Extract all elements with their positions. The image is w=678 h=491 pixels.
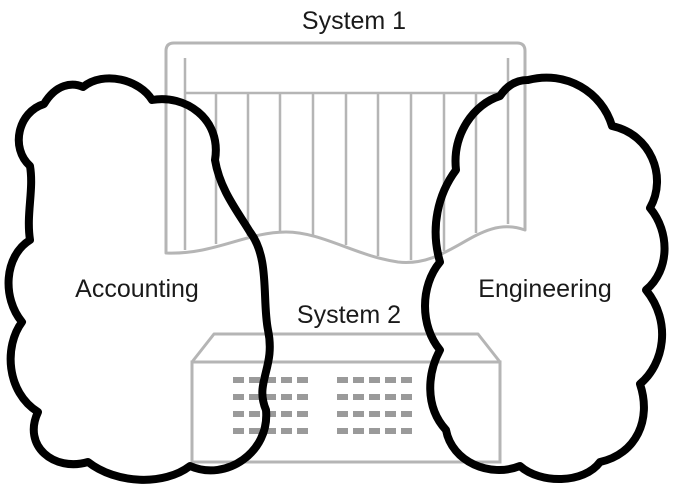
engineering-label: Engineering [478,275,611,303]
engineering-cloud-outline [421,73,669,483]
system-1-device [164,41,527,264]
system-2-label: System 2 [297,301,401,329]
accounting-cloud-outline [4,74,274,484]
system-1-label: System 1 [302,7,406,35]
accounting-label: Accounting [75,275,199,303]
engineering-cloud [421,73,669,483]
system-2-top [190,332,502,364]
accounting-cloud [4,74,274,484]
system-2-led-grid [233,377,412,434]
